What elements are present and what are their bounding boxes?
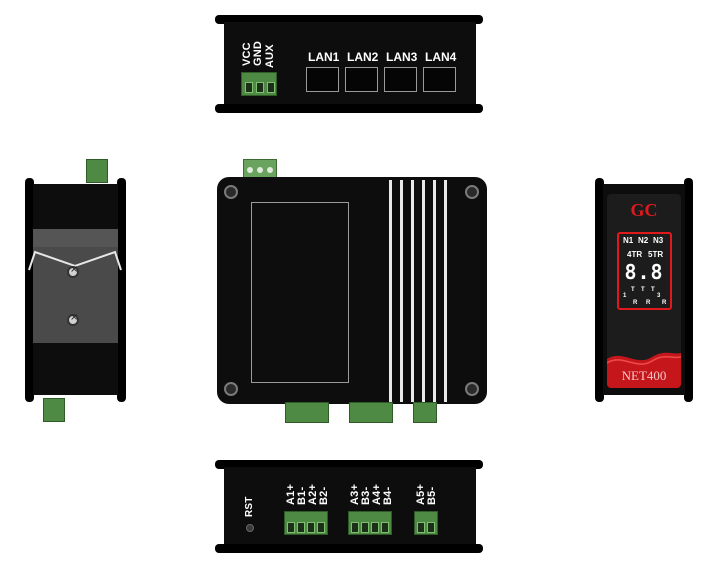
lan4-port[interactable] (423, 67, 456, 92)
main-label-window (251, 202, 349, 383)
panel-rail-left (595, 178, 604, 402)
bottom-indicator-r3: R (662, 300, 667, 306)
main-body (217, 177, 487, 404)
mount-hole-top-left (224, 185, 238, 199)
bottom-indicator-r1: R (633, 300, 638, 306)
rst-label: RST (244, 496, 255, 517)
main-bottom-terminal-3 (413, 402, 437, 423)
indicator-n1: N1 (623, 236, 634, 245)
side-top-terminal (86, 159, 108, 183)
bottom-indicator-3: 3 (657, 293, 661, 299)
indicator-4tr: 4TR (627, 250, 643, 259)
bottom-indicator-r2: R (646, 300, 651, 306)
panel-red-wave (607, 352, 681, 388)
brand-logo: GC (630, 200, 658, 220)
rs485-terminal-5[interactable] (414, 511, 438, 535)
led-display-frame (617, 232, 672, 310)
heatsink-fin-3 (411, 180, 414, 402)
b4m-label: B4- (382, 486, 394, 505)
side-rail-left (25, 178, 34, 402)
main-top-terminal (243, 159, 277, 178)
lan3-label: LAN3 (386, 50, 418, 64)
lan4-label: LAN4 (425, 50, 457, 64)
heatsink-fin-1 (389, 180, 392, 402)
side-screw-upper (67, 264, 79, 278)
heatsink-fin-4 (422, 180, 425, 402)
b5m-label: B5- (426, 486, 438, 505)
rs485-terminal-3-4[interactable] (348, 511, 392, 535)
heatsink-fin-6 (444, 180, 447, 402)
indicator-5tr: 5TR (648, 250, 664, 259)
gnd-label: GND (252, 40, 264, 66)
din-clip-upper (33, 229, 118, 247)
lan3-port[interactable] (384, 67, 417, 92)
top-view-rail-top (215, 15, 483, 24)
bottom-view-body (224, 467, 476, 547)
model-name: NET400 (621, 368, 667, 383)
bottom-indicator-1: 1 (623, 293, 627, 299)
heatsink-fin-2 (400, 180, 403, 402)
mount-hole-bottom-left (224, 382, 238, 396)
main-bottom-terminal-2 (349, 402, 393, 423)
lan1-port[interactable] (306, 67, 339, 92)
bottom-indicator-t1: T (631, 287, 635, 293)
lan2-label: LAN2 (347, 50, 379, 64)
heatsink-fin-5 (433, 180, 436, 402)
side-screw-lower (67, 312, 79, 326)
reset-button[interactable] (246, 524, 254, 532)
bottom-view-rail-top (215, 460, 483, 469)
b2m-label: B2- (318, 486, 330, 505)
bottom-indicator-t2: T (641, 287, 645, 293)
mount-hole-top-right (465, 185, 479, 199)
aux-label: AUX (264, 44, 276, 68)
side-bottom-terminal (43, 398, 65, 422)
main-bottom-terminal-1 (285, 402, 329, 423)
indicator-n3: N3 (653, 236, 664, 245)
seven-segment-digits: 8.8 (624, 260, 664, 284)
panel-face: GC N1 N2 N3 4TR 5TR 8.8 1 T R T R T 3 R … (607, 194, 681, 388)
rs485-terminal-1-2[interactable] (284, 511, 328, 535)
lan1-label: LAN1 (308, 50, 340, 64)
bottom-view-rail-bottom (215, 544, 483, 553)
side-rail-right (117, 178, 126, 402)
bottom-indicator-t3: T (651, 287, 655, 293)
din-clip-plate (33, 247, 118, 343)
top-view-rail-bottom (215, 104, 483, 113)
lan2-port[interactable] (345, 67, 378, 92)
power-terminal-block[interactable] (241, 72, 277, 96)
panel-rail-right (684, 178, 693, 402)
mount-hole-bottom-right (465, 382, 479, 396)
indicator-n2: N2 (638, 236, 649, 245)
